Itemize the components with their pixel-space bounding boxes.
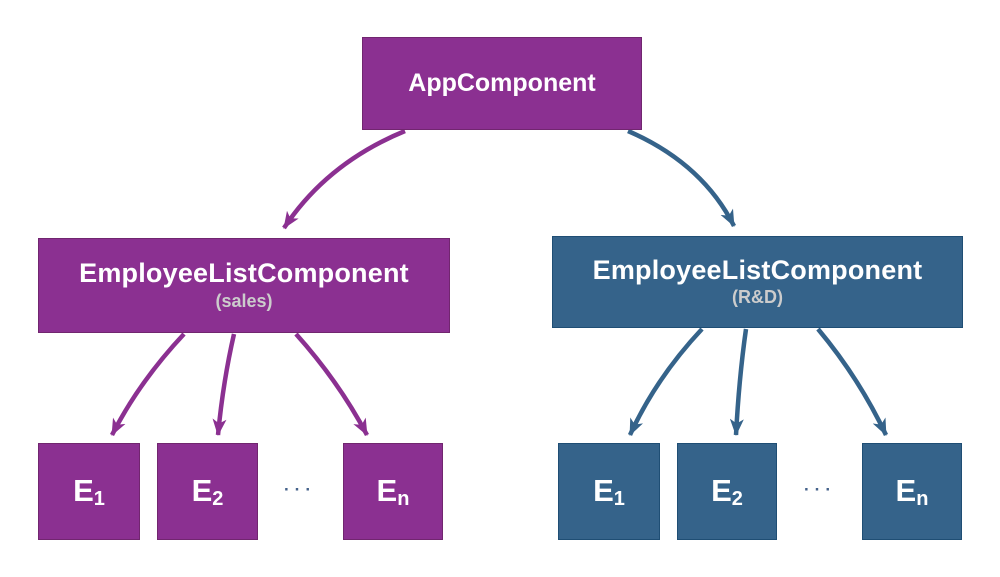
employee-list-sales-label: EmployeeListComponent: [79, 258, 409, 289]
arrow-sales-to-e2: [212, 333, 237, 436]
employee-list-sales-node: EmployeeListComponent (sales): [38, 238, 450, 333]
employee-list-rnd-node: EmployeeListComponent (R&D): [552, 236, 963, 328]
employee-node-sales-e1: E1: [38, 443, 140, 540]
employee-label: E1: [73, 473, 105, 511]
employee-list-rnd-sublabel: (R&D): [732, 287, 783, 308]
ellipsis-rnd: ···: [804, 480, 836, 499]
employee-label: E1: [593, 473, 625, 511]
arrow-sales-to-en: [294, 332, 369, 437]
arrow-rnd-to-en: [816, 327, 889, 436]
ellipsis-sales: ···: [284, 480, 316, 499]
arrow-app-to-rnd: [627, 128, 737, 228]
employee-node-rnd-en: En: [862, 443, 962, 540]
employee-label: En: [895, 473, 929, 511]
arrow-rnd-to-e2: [729, 328, 749, 436]
employee-label: E2: [711, 473, 743, 511]
app-component-node: AppComponent: [362, 37, 642, 130]
arrow-rnd-to-e1: [627, 327, 704, 436]
employee-label: E2: [191, 473, 224, 511]
employee-list-sales-sublabel: (sales): [215, 290, 273, 311]
employee-node-rnd-e2: E2: [677, 443, 777, 540]
employee-node-sales-e2: E2: [157, 443, 258, 540]
employee-node-sales-en: En: [343, 443, 443, 540]
employee-label: En: [376, 473, 410, 511]
arrow-sales-to-e1: [109, 332, 186, 437]
arrow-app-to-sales: [282, 128, 406, 230]
employee-list-rnd-label: EmployeeListComponent: [592, 254, 923, 285]
employee-node-rnd-e1: E1: [558, 443, 660, 540]
app-component-label: AppComponent: [408, 68, 596, 97]
